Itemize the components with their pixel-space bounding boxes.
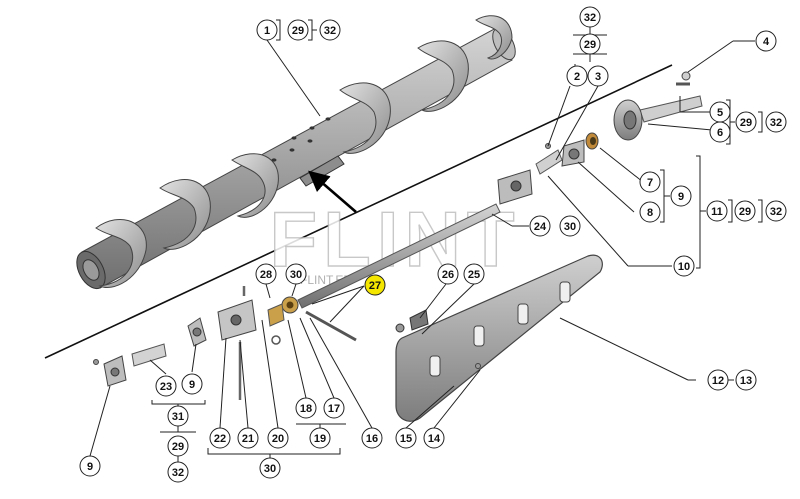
svg-text:10: 10 <box>678 261 690 273</box>
svg-text:22: 22 <box>214 433 226 445</box>
svg-text:30: 30 <box>264 463 276 475</box>
callout-8: 8 <box>639 201 661 223</box>
svg-text:19: 19 <box>314 433 326 445</box>
callout-26: 26 <box>437 263 459 285</box>
callout-12: 12 <box>707 369 729 391</box>
svg-text:8: 8 <box>647 207 653 219</box>
callout-22: 22 <box>209 427 231 449</box>
callout-17: 17 <box>323 397 345 419</box>
auger-assembly <box>76 15 516 290</box>
svg-text:9: 9 <box>678 191 684 203</box>
callout-32: 32 <box>167 461 189 483</box>
svg-text:17: 17 <box>328 403 340 415</box>
svg-text:21: 21 <box>242 433 254 445</box>
svg-text:4: 4 <box>763 36 770 48</box>
callout-29: 29 <box>734 200 756 222</box>
svg-text:31: 31 <box>172 411 184 423</box>
svg-text:32: 32 <box>770 117 782 129</box>
svg-text:6: 6 <box>717 127 723 139</box>
svg-text:3: 3 <box>595 71 601 83</box>
callout-14: 14 <box>423 427 445 449</box>
callout-6: 6 <box>709 121 731 143</box>
parts-upper-right <box>497 71 703 205</box>
svg-text:14: 14 <box>428 433 441 445</box>
callout-15: 15 <box>395 427 417 449</box>
svg-text:9: 9 <box>87 461 93 473</box>
svg-text:29: 29 <box>740 117 752 129</box>
callout-32: 32 <box>319 19 341 41</box>
callout-9: 9 <box>670 185 692 207</box>
callout-4: 4 <box>755 30 777 52</box>
callout-31: 31 <box>167 405 189 427</box>
callout-9: 9 <box>79 455 101 477</box>
callout-30: 30 <box>285 263 307 285</box>
svg-text:13: 13 <box>740 375 752 387</box>
svg-text:20: 20 <box>272 433 284 445</box>
svg-text:24: 24 <box>534 221 547 233</box>
section-divider <box>44 64 673 359</box>
callout-13: 13 <box>735 369 757 391</box>
callout-32: 32 <box>765 111 787 133</box>
svg-text:29: 29 <box>739 206 751 218</box>
svg-text:16: 16 <box>366 433 378 445</box>
callout-16: 16 <box>361 427 383 449</box>
svg-text:30: 30 <box>564 221 576 233</box>
callout-32: 32 <box>579 6 601 28</box>
svg-text:28: 28 <box>260 269 272 281</box>
callout-11: 11 <box>706 200 728 222</box>
callout-30: 30 <box>259 457 281 479</box>
callouts: 1 29 32 32 29 2 3 4 5 6 29 32 7 8 9 11 2… <box>79 6 787 483</box>
callout-30: 30 <box>559 215 581 237</box>
svg-text:7: 7 <box>647 177 653 189</box>
callout-9: 9 <box>181 373 203 395</box>
callout-25: 25 <box>463 263 485 285</box>
svg-text:29: 29 <box>292 25 304 37</box>
svg-text:32: 32 <box>172 467 184 479</box>
svg-text:27: 27 <box>369 280 381 292</box>
svg-text:25: 25 <box>468 269 480 281</box>
svg-text:30: 30 <box>290 269 302 281</box>
svg-text:32: 32 <box>584 12 596 24</box>
svg-text:12: 12 <box>712 375 724 387</box>
svg-text:32: 32 <box>770 206 782 218</box>
svg-text:18: 18 <box>300 403 312 415</box>
callout-23: 23 <box>155 375 177 397</box>
shaft-assembly <box>93 203 501 400</box>
callout-2: 2 <box>566 65 588 87</box>
svg-text:11: 11 <box>711 206 723 218</box>
callout-29: 29 <box>735 111 757 133</box>
cover-plate <box>395 254 603 422</box>
svg-text:1: 1 <box>264 25 270 37</box>
callout-1: 1 <box>256 19 278 41</box>
callout-28: 28 <box>255 263 277 285</box>
svg-text:2: 2 <box>574 71 580 83</box>
callout-20: 20 <box>267 427 289 449</box>
svg-text:15: 15 <box>400 433 412 445</box>
callout-24: 24 <box>529 215 551 237</box>
svg-text:29: 29 <box>584 39 596 51</box>
svg-text:5: 5 <box>717 107 723 119</box>
callout-19: 19 <box>309 427 331 449</box>
callout-27-highlighted: 27 <box>364 274 386 296</box>
svg-text:23: 23 <box>160 381 172 393</box>
svg-text:32: 32 <box>324 25 336 37</box>
callout-7: 7 <box>639 171 661 193</box>
callout-18: 18 <box>295 397 317 419</box>
callout-29: 29 <box>287 19 309 41</box>
callout-29: 29 <box>167 435 189 457</box>
callout-32: 32 <box>765 200 787 222</box>
svg-text:26: 26 <box>442 269 454 281</box>
callout-29: 29 <box>579 33 601 55</box>
callout-21: 21 <box>237 427 259 449</box>
callout-5: 5 <box>709 101 731 123</box>
svg-text:29: 29 <box>172 441 184 453</box>
callout-3: 3 <box>587 65 609 87</box>
svg-text:9: 9 <box>189 379 195 391</box>
callout-10: 10 <box>673 255 695 277</box>
